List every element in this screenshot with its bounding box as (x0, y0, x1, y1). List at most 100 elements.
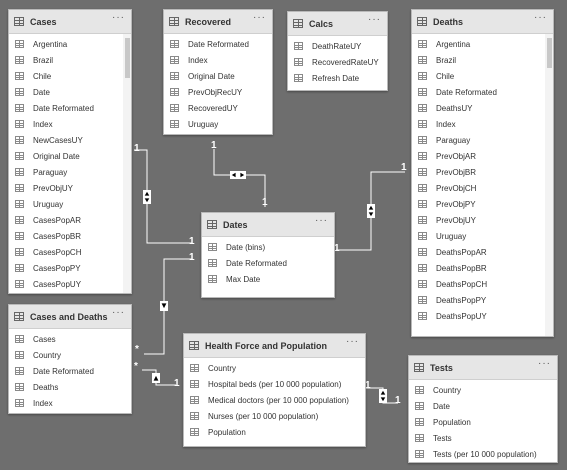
field-row[interactable]: Medical doctors (per 10 000 population) (184, 392, 365, 408)
field-row[interactable]: Argentina (412, 36, 553, 52)
field-row[interactable]: Index (164, 52, 272, 68)
field-row[interactable]: Chile (412, 68, 553, 84)
field-row[interactable]: Index (9, 395, 131, 411)
field-row[interactable]: PrevObjBR (412, 164, 553, 180)
table-header[interactable]: Health Force and Population ··· (184, 334, 365, 358)
field-row[interactable]: Date Reformated (9, 363, 131, 379)
rel-cases-dates (134, 149, 192, 244)
field-row[interactable]: Date Reformated (202, 255, 334, 271)
field-row[interactable]: Index (412, 116, 553, 132)
field-label: Date Reformated (436, 87, 497, 97)
field-row[interactable]: Brazil (412, 52, 553, 68)
column-icon (415, 402, 424, 410)
table-header[interactable]: Deaths ··· (412, 10, 553, 34)
field-row[interactable]: Date Reformated (164, 36, 272, 52)
field-row[interactable]: Tests (per 10 000 population) (409, 446, 557, 462)
table-header[interactable]: Tests ··· (409, 356, 557, 380)
field-row[interactable]: PrevObjCH (412, 180, 553, 196)
column-icon (15, 120, 24, 128)
field-row[interactable]: DeathsPopCH (412, 276, 553, 292)
table-header[interactable]: Calcs ··· (288, 12, 387, 36)
field-row[interactable]: DeathsPopBR (412, 260, 553, 276)
table-header[interactable]: Cases ··· (9, 10, 131, 34)
field-row[interactable]: DeathsPopUY (412, 308, 553, 324)
field-row[interactable]: Refresh Date (288, 70, 387, 86)
field-row[interactable]: Index (9, 116, 131, 132)
field-label: PrevObjUY (33, 183, 74, 193)
field-row[interactable]: Population (184, 424, 365, 440)
more-options-icon[interactable]: ··· (112, 307, 125, 318)
field-row[interactable]: Date (bins) (202, 239, 334, 255)
table-icon (169, 17, 179, 26)
field-row[interactable]: CasesPopCH (9, 244, 131, 260)
field-row[interactable]: Cases (9, 331, 131, 347)
more-options-icon[interactable]: ··· (253, 12, 266, 23)
field-row[interactable]: Paraguay (9, 164, 131, 180)
field-row[interactable]: Uruguay (9, 196, 131, 212)
field-row[interactable]: NewCasesUY (9, 132, 131, 148)
scrollbar[interactable] (545, 34, 553, 336)
more-options-icon[interactable]: ··· (538, 358, 551, 369)
field-row[interactable]: RecoveredRateUY (288, 54, 387, 70)
field-row[interactable]: PrevObjRecUY (164, 84, 272, 100)
more-options-icon[interactable]: ··· (534, 12, 547, 23)
field-row[interactable]: Argentina (9, 36, 131, 52)
table-header[interactable]: Cases and Deaths ··· (9, 305, 131, 329)
field-row[interactable]: Nurses (per 10 000 population) (184, 408, 365, 424)
field-row[interactable]: CasesPopBR (9, 228, 131, 244)
field-row[interactable]: Paraguay (412, 132, 553, 148)
field-row[interactable]: Max Date (202, 271, 334, 287)
field-row[interactable]: Date (9, 84, 131, 100)
field-row[interactable]: DeathRateUY (288, 38, 387, 54)
field-row[interactable]: Chile (9, 68, 131, 84)
field-row[interactable]: Country (409, 382, 557, 398)
field-row[interactable]: Tests (409, 430, 557, 446)
field-row[interactable]: CasesPopAR (9, 212, 131, 228)
field-row[interactable]: DeathsUY (412, 100, 553, 116)
field-row[interactable]: Uruguay (412, 228, 553, 244)
table-header[interactable]: Dates ··· (202, 213, 334, 237)
field-row[interactable]: CasesPopPY (9, 260, 131, 276)
more-options-icon[interactable]: ··· (112, 12, 125, 23)
more-options-icon[interactable]: ··· (368, 14, 381, 25)
field-row[interactable]: PrevObjUY (9, 180, 131, 196)
column-icon (170, 88, 179, 96)
field-row[interactable]: Original Date (9, 148, 131, 164)
field-row[interactable]: Original Date (164, 68, 272, 84)
field-row[interactable]: DeathsPopAR (412, 244, 553, 260)
field-row[interactable]: Deaths (9, 379, 131, 395)
field-row[interactable]: PrevObjPY (412, 196, 553, 212)
field-row[interactable]: Hospital beds (per 10 000 population) (184, 376, 365, 392)
field-row[interactable]: PrevObjAR (412, 148, 553, 164)
field-label: CasesPopPY (33, 263, 81, 273)
field-row[interactable]: Brazil (9, 52, 131, 68)
field-row[interactable]: Country (9, 347, 131, 363)
column-icon (415, 450, 424, 458)
field-row[interactable]: Uruguay (164, 116, 272, 132)
field-row[interactable]: Date (409, 398, 557, 414)
column-icon (15, 40, 24, 48)
field-row[interactable]: PrevObjUY (412, 212, 553, 228)
field-row[interactable]: CasesPopUY (9, 276, 131, 292)
cardinality-label: 1 (189, 252, 195, 263)
more-options-icon[interactable]: ··· (315, 215, 328, 226)
field-row[interactable]: Population (409, 414, 557, 430)
more-options-icon[interactable]: ··· (346, 336, 359, 347)
field-row[interactable]: RecoveredUY (164, 100, 272, 116)
field-row[interactable]: Date Reformated (9, 100, 131, 116)
cardinality-label: 1 (365, 380, 371, 391)
field-row[interactable]: Country (184, 360, 365, 376)
field-row[interactable]: Date Reformated (412, 84, 553, 100)
table-header[interactable]: Recovered ··· (164, 10, 272, 34)
scrollbar[interactable] (123, 34, 131, 293)
field-label: Deaths (33, 382, 59, 392)
field-row[interactable]: DeathsPopPY (412, 292, 553, 308)
